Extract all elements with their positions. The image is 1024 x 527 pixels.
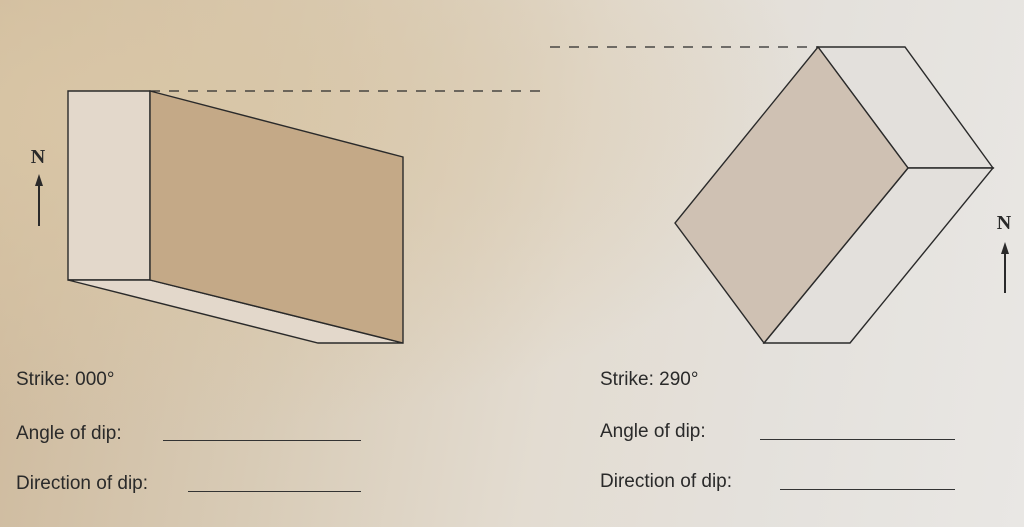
left-north-label: N bbox=[31, 146, 46, 168]
left-north-arrow-head bbox=[35, 174, 43, 186]
right-block-front-face bbox=[674, 45, 909, 345]
right-north-label: N bbox=[997, 212, 1012, 234]
left-direction-of-dip-answer-line[interactable] bbox=[188, 491, 361, 492]
right-angle-of-dip-answer-line[interactable] bbox=[760, 439, 955, 440]
left-block-diagram bbox=[67, 90, 540, 344]
left-angle-of-dip-label: Angle of dip: bbox=[16, 423, 122, 444]
right-north-arrow: N bbox=[997, 212, 1012, 293]
right-north-arrow-head bbox=[1001, 242, 1009, 254]
left-block-side-face bbox=[67, 90, 151, 281]
right-block-diagram bbox=[550, 45, 995, 345]
right-angle-of-dip-label: Angle of dip: bbox=[600, 421, 706, 442]
left-angle-of-dip-answer-line[interactable] bbox=[163, 440, 361, 441]
left-block-front-face bbox=[149, 90, 404, 344]
right-strike-label: Strike: 290° bbox=[600, 369, 699, 390]
right-direction-of-dip-label: Direction of dip: bbox=[600, 471, 733, 492]
right-direction-of-dip-answer-line[interactable] bbox=[780, 489, 955, 490]
left-direction-of-dip-label: Direction of dip: bbox=[16, 473, 149, 494]
left-north-arrow: N bbox=[31, 146, 46, 226]
left-strike-label: Strike: 000° bbox=[16, 369, 115, 390]
